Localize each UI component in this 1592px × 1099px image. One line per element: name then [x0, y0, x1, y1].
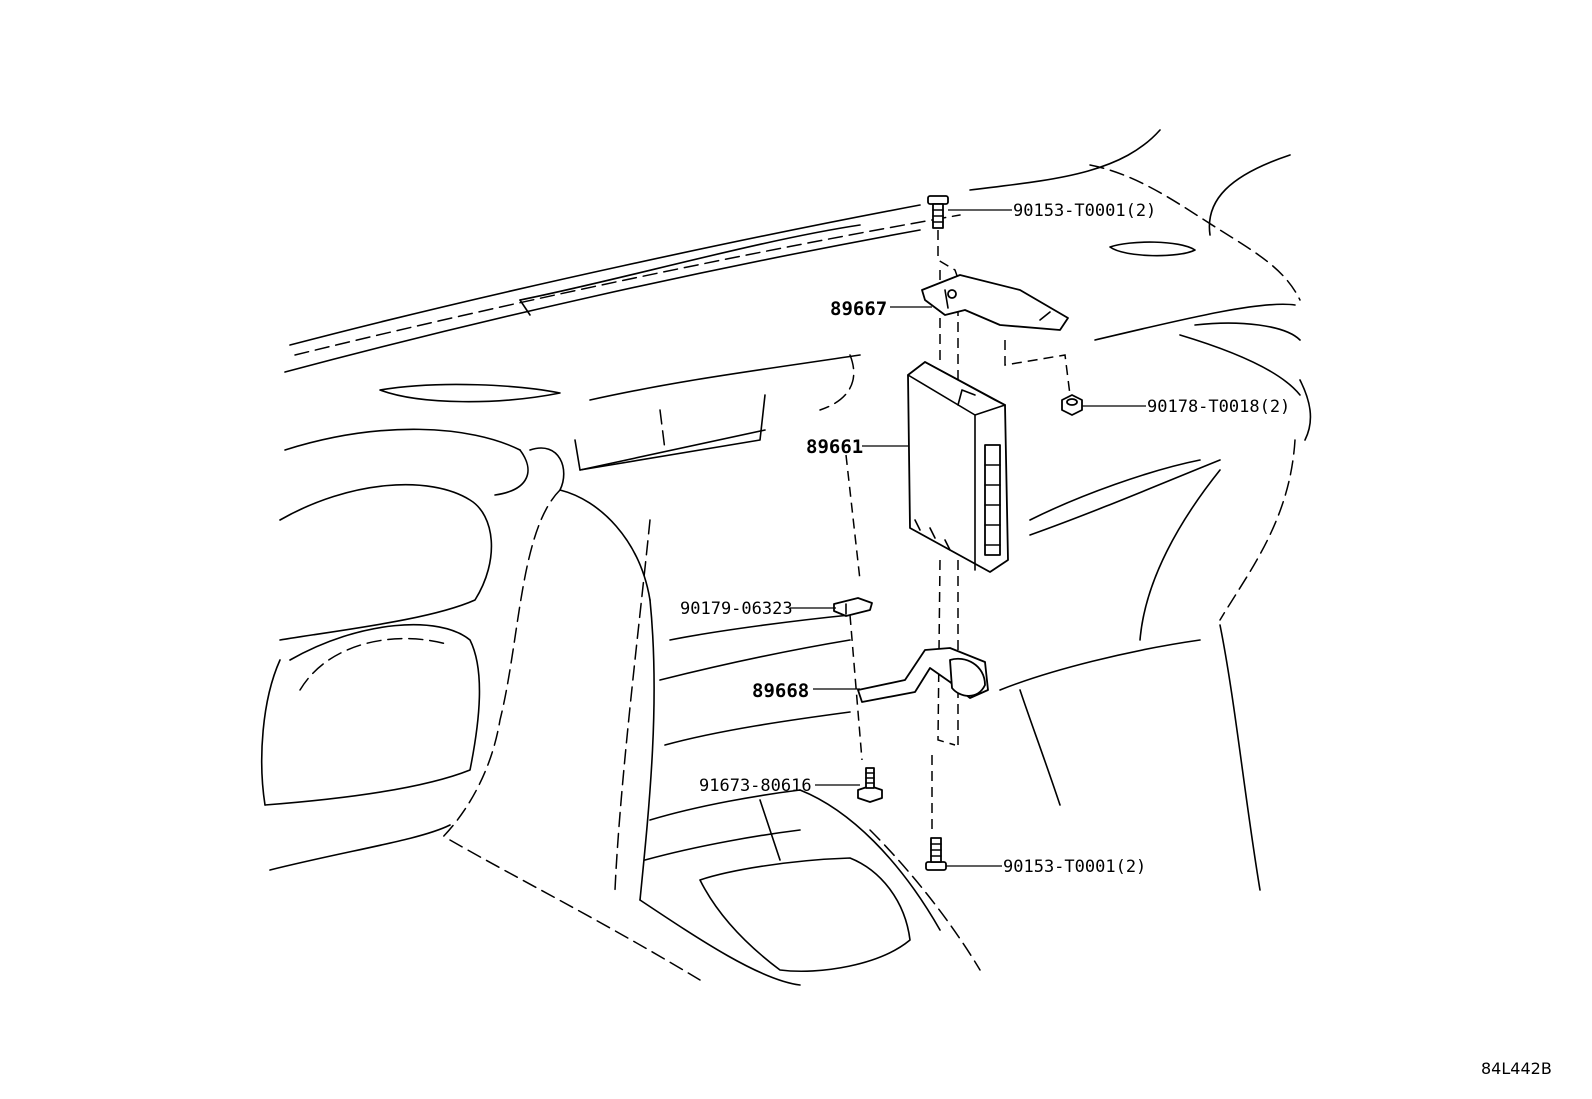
- dashboard-outline: [260, 129, 1312, 986]
- callout-bracket-upper: 89667: [830, 298, 887, 320]
- ecu-module-icon: [907, 361, 1009, 573]
- nut-icon: [1061, 394, 1083, 416]
- leader-lines: [790, 209, 1146, 867]
- bracket-upper-icon: [921, 274, 1069, 331]
- bolt-top-icon: [927, 195, 949, 229]
- callout-nut: 90178-T0018(2): [1147, 397, 1290, 417]
- bolt-side-icon: [857, 767, 883, 803]
- callout-bolt-bottom: 90153-T0001(2): [1003, 857, 1146, 877]
- callout-bolt-side: 91673-80616: [699, 776, 812, 796]
- clip-icon: [833, 597, 873, 617]
- callout-ecu: 89661: [806, 436, 863, 458]
- callout-bolt-top: 90153-T0001(2): [1013, 201, 1156, 221]
- callout-bracket-lower: 89668: [752, 680, 809, 702]
- figure-code: 84L442B: [1481, 1059, 1552, 1078]
- bracket-lower-icon: [857, 647, 989, 703]
- bolt-bottom-icon: [925, 837, 947, 871]
- callout-clip: 90179-06323: [680, 599, 793, 619]
